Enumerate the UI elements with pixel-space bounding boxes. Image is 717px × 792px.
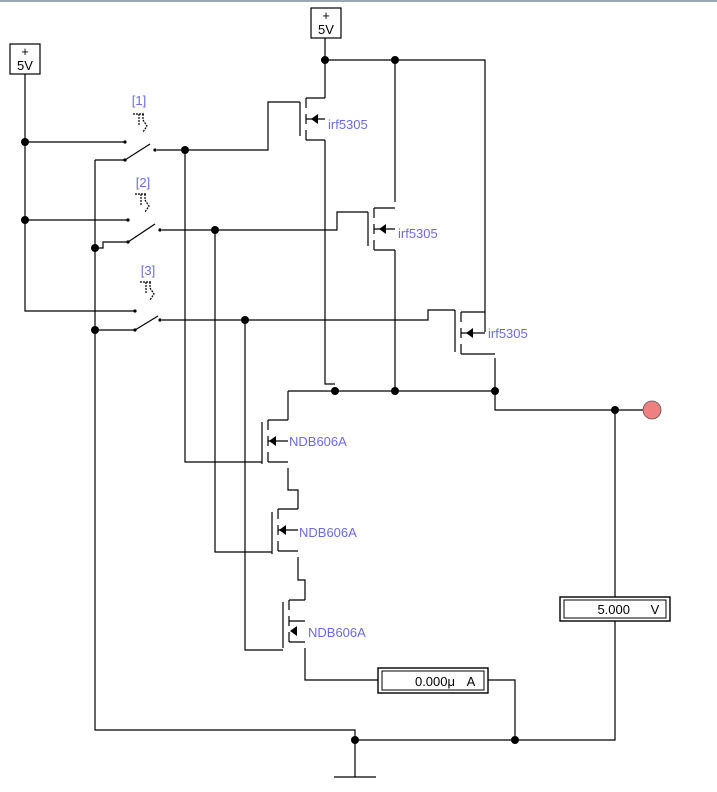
nmos-transistor-3[interactable]: NDB606A <box>282 599 366 648</box>
nmos-model-label: NDB606A <box>289 434 347 449</box>
switch-key-label: [3] <box>141 263 155 278</box>
voltmeter-unit: V <box>651 602 660 617</box>
vcc-plus-sign: + <box>322 8 330 23</box>
pmos-transistor-1[interactable]: irf5305 <box>299 97 368 141</box>
switch-2[interactable]: [2] <box>126 175 162 244</box>
nmos-model-label: NDB606A <box>308 625 366 640</box>
nmos-model-label: NDB606A <box>299 525 357 540</box>
vcc-plus-sign: + <box>21 44 29 59</box>
voltmeter[interactable]: 5.000 V <box>559 596 671 622</box>
pmos-transistor-3[interactable]: irf5305 <box>454 310 528 355</box>
pmos-model-label: irf5305 <box>398 226 438 241</box>
nmos-transistor-2[interactable]: NDB606A <box>271 508 357 554</box>
switch-key-label: [2] <box>136 175 150 190</box>
switch-key-label: [1] <box>132 93 146 108</box>
pmos-model-label: irf5305 <box>488 326 528 341</box>
switch-1[interactable]: [1] <box>123 93 157 162</box>
ammeter-unit: A <box>467 674 476 689</box>
vcc-source-left[interactable]: + 5V <box>9 43 41 75</box>
nmos-transistor-1[interactable]: NDB606A <box>261 419 347 464</box>
window-top-border <box>0 0 717 2</box>
vcc-source-top[interactable]: + 5V <box>310 7 342 39</box>
switch-3[interactable]: [3] <box>133 263 162 332</box>
vcc-value-label: 5V <box>318 22 334 37</box>
pmos-transistor-2[interactable]: irf5305 <box>367 207 438 251</box>
pmos-model-label: irf5305 <box>328 117 368 132</box>
ammeter[interactable]: 0.000μ A <box>377 667 489 694</box>
ammeter-reading: 0.000μ <box>415 674 455 689</box>
wires <box>24 38 645 777</box>
output-probe-indicator[interactable] <box>642 400 662 420</box>
junctions <box>21 56 619 744</box>
vcc-value-label: 5V <box>17 58 33 73</box>
voltmeter-reading: 5.000 <box>597 602 630 617</box>
